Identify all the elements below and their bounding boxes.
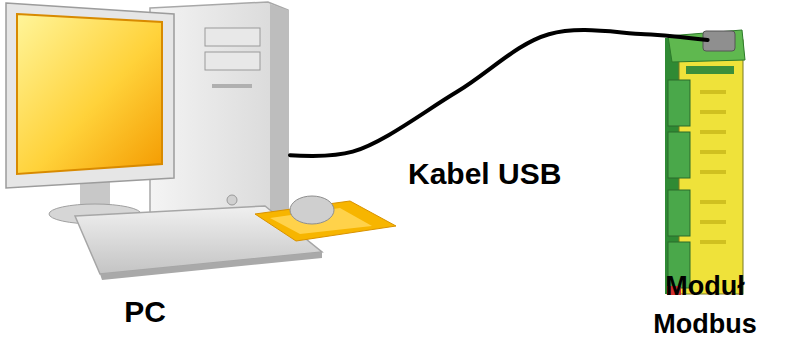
module-node: Moduł Modbus bbox=[640, 35, 770, 335]
computer-node: PC bbox=[0, 0, 290, 341]
modbus-module bbox=[665, 30, 745, 295]
node-label: PC bbox=[0, 292, 290, 332]
pc-monitor bbox=[6, 3, 174, 224]
node-label: Moduł Modbus bbox=[649, 267, 761, 341]
cable-label: Kabel USB bbox=[408, 157, 561, 191]
usb-cable bbox=[290, 30, 708, 156]
pc-mouse bbox=[255, 196, 396, 241]
